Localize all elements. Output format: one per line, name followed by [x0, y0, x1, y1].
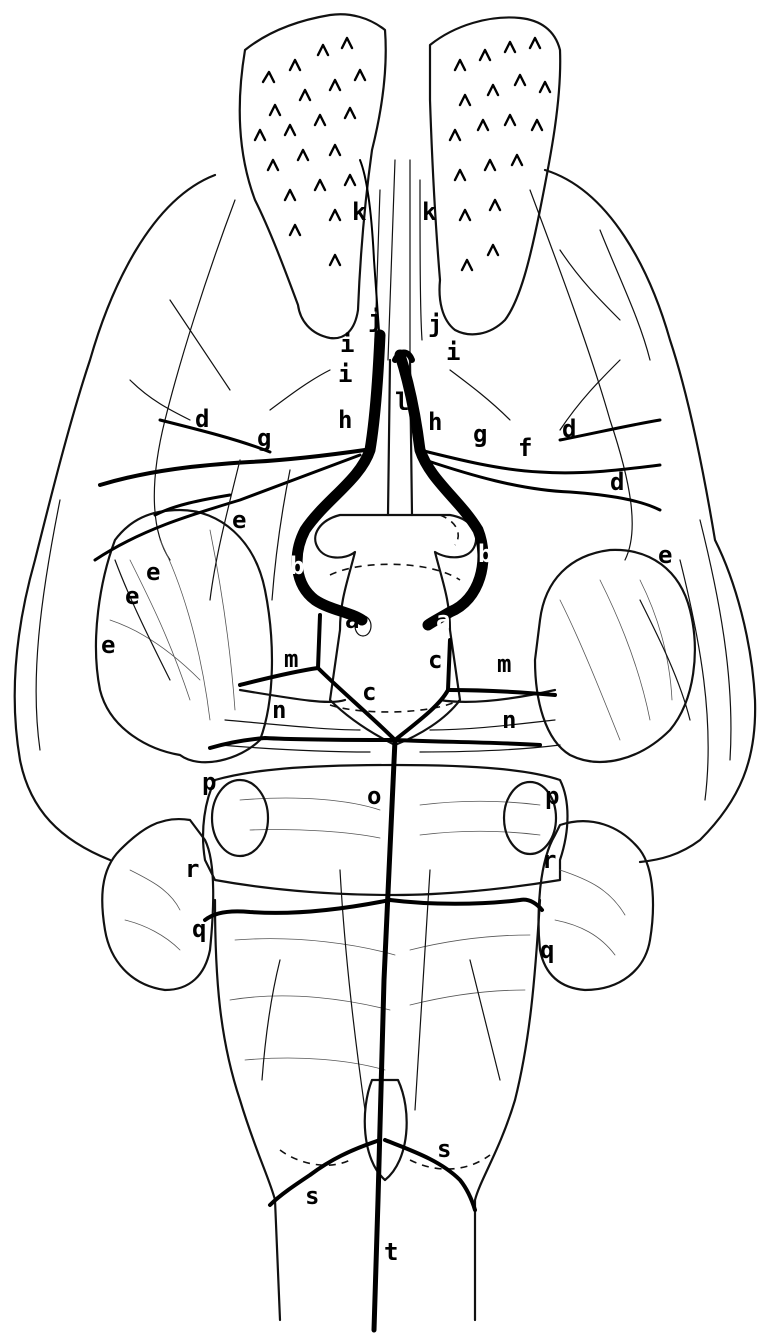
label-g-right: g [473, 420, 487, 448]
label-r-left: r [185, 855, 199, 883]
temporal-lobe-left [96, 510, 272, 762]
label-g-left: g [257, 424, 271, 452]
cerebellum-left [102, 819, 213, 990]
temporal-lobe-right [535, 550, 695, 762]
label-r-right: r [542, 846, 556, 874]
label-i-left-upper: i [340, 330, 354, 358]
label-n-left: n [272, 696, 286, 724]
label-f: f [518, 434, 532, 462]
label-t: t [384, 1238, 398, 1266]
label-e-left-1: e [232, 506, 246, 534]
label-e-left-3: e [125, 582, 139, 610]
label-b-left: b [290, 552, 304, 580]
label-p-right: p [545, 782, 559, 810]
label-q-right: q [540, 936, 554, 964]
label-i-right: i [446, 338, 460, 366]
label-c-upper: c [428, 646, 442, 674]
major-vessels [95, 335, 660, 1330]
label-d-right-upper: d [562, 415, 576, 443]
label-k-right: k [422, 198, 437, 226]
label-b-right: b [478, 540, 492, 568]
label-n-right: n [502, 706, 516, 734]
label-j-left: j [368, 305, 382, 333]
label-d-right-lower: d [610, 468, 624, 496]
label-e-right: e [658, 541, 672, 569]
label-i-left-lower: i [338, 360, 352, 388]
label-j-right: j [428, 310, 442, 338]
label-s-right: s [437, 1135, 451, 1163]
label-h-left: h [338, 406, 352, 434]
label-e-left-2: e [146, 558, 160, 586]
label-e-left-4: e [101, 631, 115, 659]
label-h-right: h [428, 408, 442, 436]
pituitary-region [315, 515, 476, 745]
olfactory-bulb-right [430, 17, 560, 334]
label-o: o [367, 782, 381, 810]
label-p-left: p [202, 768, 216, 796]
label-m-left: m [284, 645, 298, 673]
label-k-left: k [352, 198, 367, 226]
label-q-left: q [192, 915, 206, 943]
label-s-left: s [305, 1182, 319, 1210]
olfactory-texture-left [255, 38, 365, 265]
label-l: l [395, 388, 409, 416]
label-a-right: a [436, 606, 450, 634]
label-a-left: a [345, 606, 359, 634]
label-d-left: d [195, 405, 209, 433]
label-m-right: m [497, 650, 511, 678]
pons [203, 765, 567, 895]
label-c-lower: c [362, 678, 376, 706]
